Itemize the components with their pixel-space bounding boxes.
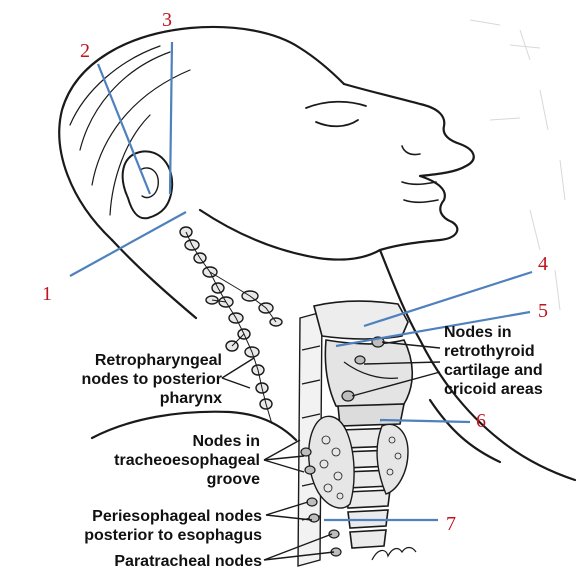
label-line: nodes to posterior — [81, 371, 222, 388]
label-line: posterior to esophagus — [84, 527, 262, 544]
label-line: tracheoesophageal — [114, 452, 260, 469]
label-periesophageal-nodes: Periesophageal nodes posterior to esopha… — [26, 507, 262, 545]
background-strokes — [469, 19, 566, 311]
label-paratracheal-nodes: Paratracheal nodes — [56, 552, 262, 571]
leader-line-4 — [363, 270, 533, 328]
label-line: Nodes in — [192, 433, 260, 450]
leader-line-5 — [335, 310, 531, 348]
thyroid-gland — [308, 415, 409, 509]
marker-5: 5 — [538, 300, 548, 322]
leader-line-1 — [69, 211, 187, 277]
marker-7: 7 — [446, 513, 456, 535]
label-pointers — [221, 341, 441, 561]
label-line: Paratracheal nodes — [114, 553, 262, 570]
lymph-vessels — [185, 231, 277, 425]
label-line: Nodes in — [444, 324, 512, 341]
label-line: cartilage and — [444, 362, 543, 379]
marker-4: 4 — [538, 253, 548, 275]
marker-3: 3 — [162, 9, 172, 31]
leader-line-3 — [168, 41, 174, 195]
label-line: Retropharyngeal — [94, 352, 222, 369]
marker-6: 6 — [476, 410, 486, 432]
leader-line-6 — [379, 418, 471, 424]
numbered-leader-lines — [69, 41, 533, 522]
label-tracheoesophageal-nodes: Nodes in tracheoesophageal groove — [96, 432, 260, 489]
marker-1: 1 — [42, 283, 52, 305]
head-drawing — [58, 25, 577, 482]
label-retropharyngeal-nodes: Retropharyngeal nodes to posterior phary… — [20, 351, 222, 408]
label-retrothyroid-nodes: Nodes in retrothyroid cartilage and cric… — [444, 323, 574, 399]
label-line: cricoid areas — [444, 381, 543, 398]
artist-signature — [371, 546, 417, 561]
leader-line-2 — [96, 63, 152, 195]
label-line: Periesophageal nodes — [92, 508, 262, 525]
label-line: groove — [206, 471, 260, 488]
label-line: pharynx — [159, 390, 222, 407]
label-line: retrothyroid — [444, 343, 535, 360]
marker-2: 2 — [80, 40, 90, 62]
